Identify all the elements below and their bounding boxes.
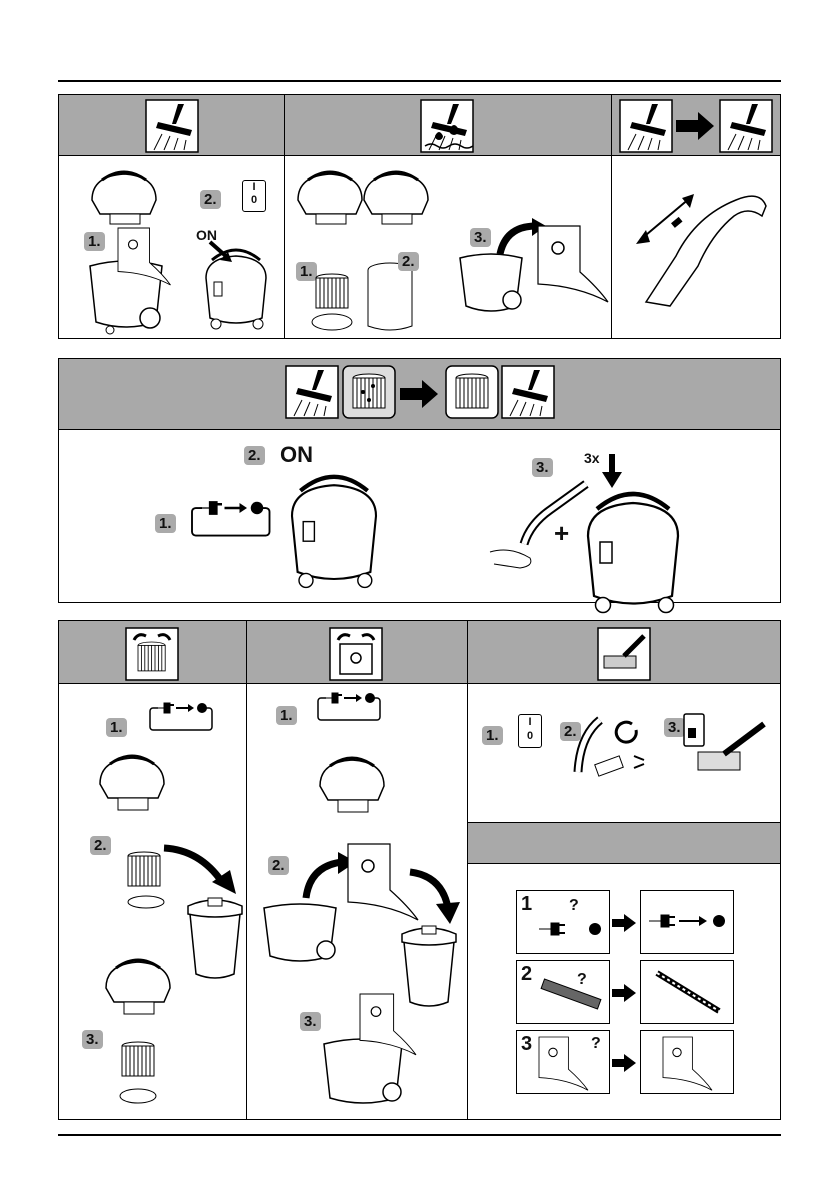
dry-vacuum-icon (286, 366, 338, 418)
filter-icon (316, 274, 348, 310)
arrow-icon (406, 868, 462, 924)
arrow-icon (612, 984, 636, 1002)
arrow-icon (676, 112, 716, 140)
repeat-count: 3x (584, 450, 600, 466)
step-label: 1. (482, 726, 503, 745)
wet-vacuum-icon (421, 100, 473, 152)
filter-icon (446, 366, 498, 418)
filter-base-illustration (310, 312, 354, 332)
fault-box: 1 ? (516, 890, 610, 954)
step-label: 1. (276, 706, 297, 725)
step-label: 2. (244, 446, 265, 465)
nozzle-icon (598, 628, 650, 680)
step-label: 3. (664, 718, 685, 737)
step-label: 1. (296, 262, 317, 281)
vacuum-illustration (286, 460, 386, 580)
step-label: 3. (82, 1030, 103, 1049)
trash-bin-illustration (190, 894, 244, 990)
step-label: 1. (106, 718, 127, 737)
arrow-icon (612, 1054, 636, 1072)
arrow-icon (160, 842, 240, 898)
vacuum-head-illustration (98, 754, 168, 824)
row-number: 1 (521, 893, 532, 916)
filter-base-illustration (118, 1086, 158, 1108)
dust-bag-icon (538, 226, 608, 306)
dust-bag-icon (360, 994, 420, 1064)
divider (467, 621, 468, 1119)
filter-icon (122, 1042, 154, 1078)
top-rule (58, 80, 781, 82)
step-label: 1. (84, 232, 105, 251)
vacuum-head-illustration (318, 756, 388, 826)
arrow-icon (612, 914, 636, 932)
plug-icon (318, 690, 382, 730)
step-label: 3. (470, 228, 491, 247)
plug-icon (150, 700, 214, 740)
step-label: 2. (398, 252, 419, 271)
dry-vacuum-icon (146, 100, 198, 152)
hose-illustration (636, 186, 776, 306)
fault-box: 2 ? (516, 960, 610, 1024)
hose-illustration (490, 480, 590, 570)
vacuum-container-illustration (456, 250, 526, 320)
plus-sign: + (554, 518, 569, 549)
dry-vacuum-icon (720, 100, 772, 152)
step-label: 3. (300, 1012, 321, 1031)
bottom-rule (58, 1134, 781, 1136)
row-number: 2 (521, 963, 532, 986)
switch-off-mark: 0 (527, 730, 533, 742)
troubleshooting-header (468, 822, 780, 864)
dry-vacuum-icon (620, 100, 672, 152)
filter-icon (128, 852, 160, 888)
step-label: 3. (532, 458, 553, 477)
vacuum-head-illustration (362, 170, 432, 230)
vacuum-container-illustration (260, 900, 340, 974)
dust-bag-icon (330, 628, 382, 680)
vacuum-illustration (584, 476, 694, 594)
solution-box (640, 960, 734, 1024)
hose-illustration (570, 716, 660, 786)
divider (284, 95, 285, 338)
hose-illustration (651, 967, 727, 1017)
dry-vacuum-icon (502, 366, 554, 418)
hose-illustration (537, 985, 607, 1021)
row-number: 3 (521, 1033, 532, 1056)
vacuum-head-illustration (104, 958, 174, 1028)
divider (611, 95, 612, 338)
plug-icon (647, 909, 727, 933)
solution-box (640, 1030, 734, 1094)
divider (246, 621, 247, 1119)
dust-bag-icon (663, 1037, 727, 1091)
vacuum-head-illustration (296, 170, 366, 230)
switch-on-mark: I (252, 181, 255, 193)
vacuum-head-illustration (90, 170, 160, 230)
switch-off-mark: 0 (251, 194, 257, 206)
step-label: 2. (200, 190, 221, 209)
filter-icon (343, 366, 395, 418)
plug-icon (192, 498, 272, 542)
filter-icon (126, 628, 178, 680)
question-mark: ? (569, 897, 579, 915)
plug-icon (535, 917, 605, 941)
nozzle-icon (684, 714, 774, 790)
switch-on-mark: I (528, 716, 531, 728)
solution-box (640, 890, 734, 954)
dust-bag-icon (539, 1037, 603, 1091)
step-label: 2. (90, 836, 111, 855)
water-container-illustration (366, 262, 414, 334)
step-label: 1. (155, 514, 176, 533)
fault-box: 3 ? (516, 1030, 610, 1094)
arrow-icon (206, 238, 236, 268)
step-label: 2. (268, 856, 289, 875)
dust-bag-icon (118, 228, 172, 294)
arrow-icon (400, 380, 440, 408)
